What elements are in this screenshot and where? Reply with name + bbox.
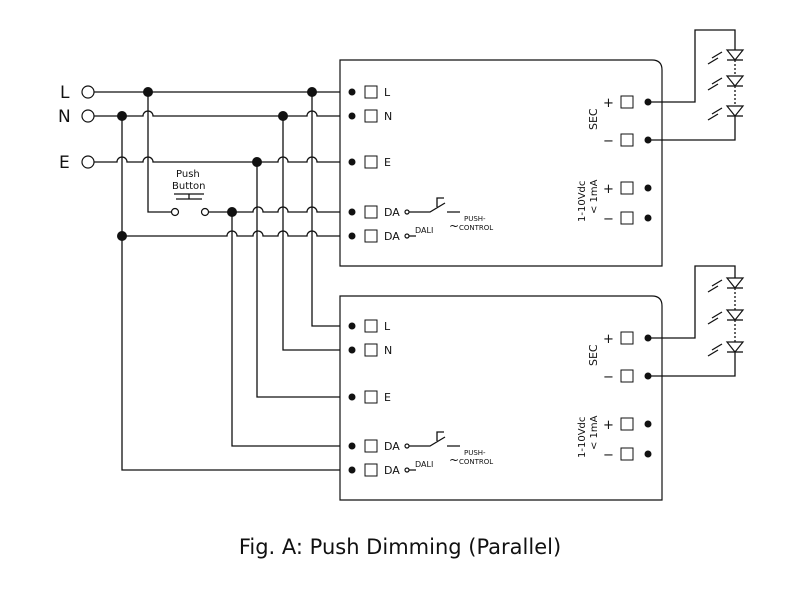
- push-button-label-2: Button: [172, 181, 206, 192]
- wire-n2-drop: [282, 116, 350, 351]
- junctions: [117, 87, 317, 241]
- svg-text:DA: DA: [384, 440, 400, 453]
- sec-label-1: SEC: [587, 108, 600, 130]
- svg-text:PUSH-: PUSH-: [464, 215, 486, 223]
- svg-text:−: −: [603, 370, 614, 385]
- svg-text:E: E: [384, 156, 391, 169]
- svg-text:L: L: [384, 86, 391, 99]
- svg-text:< 1mA: < 1mA: [589, 179, 600, 214]
- svg-text:N: N: [384, 344, 392, 357]
- svg-text:−: −: [603, 212, 614, 227]
- supply-label-e: E: [59, 153, 70, 173]
- wire-n-drop: [121, 116, 350, 471]
- wire-da2: [122, 230, 350, 237]
- svg-text:+: +: [603, 332, 614, 347]
- svg-text:L: L: [384, 320, 391, 333]
- svg-text:DA: DA: [384, 464, 400, 477]
- svg-text:+: +: [603, 418, 614, 433]
- svg-text:DA: DA: [384, 206, 400, 219]
- svg-text:~: ~: [449, 219, 459, 233]
- svg-text:−: −: [603, 448, 614, 463]
- supply-terminal-n: [81, 109, 95, 123]
- svg-text:N: N: [384, 110, 392, 123]
- svg-text:PUSH-: PUSH-: [464, 449, 486, 457]
- sec-label-2: SEC: [587, 344, 600, 366]
- figure-caption: Fig. A: Push Dimming (Parallel): [238, 535, 562, 559]
- driver-2: L N E DA DA DALI ~ PUSH- CONTROL SEC + −…: [339, 295, 663, 501]
- wire-n: [94, 110, 350, 117]
- led-string-1: [651, 29, 745, 141]
- push-button-label-1: Push: [176, 169, 200, 180]
- svg-text:CONTROL: CONTROL: [459, 224, 493, 232]
- push-button: Push Button: [170, 169, 210, 217]
- supply-label-l: L: [60, 83, 70, 103]
- wires: [94, 91, 350, 471]
- svg-text:DALI: DALI: [415, 460, 433, 469]
- svg-text:+: +: [603, 182, 614, 197]
- led-string-2: [651, 265, 745, 377]
- svg-text:< 1mA: < 1mA: [589, 415, 600, 450]
- svg-text:1-10Vdc: 1-10Vdc: [577, 417, 588, 458]
- svg-text:DA: DA: [384, 230, 400, 243]
- wire-e: [94, 156, 350, 163]
- supply-label-n: N: [58, 107, 71, 127]
- supply-terminal-e: [81, 155, 95, 169]
- svg-text:−: −: [603, 134, 614, 149]
- svg-text:~: ~: [449, 453, 459, 467]
- wire-l-drop: [311, 92, 350, 327]
- svg-text:+: +: [603, 96, 614, 111]
- supply-terminals: L N E: [58, 83, 95, 173]
- wire-da-drop: [231, 212, 350, 447]
- svg-text:1-10Vdc: 1-10Vdc: [577, 181, 588, 222]
- wire-e-drop: [256, 162, 350, 398]
- svg-text:CONTROL: CONTROL: [459, 458, 493, 466]
- supply-terminal-l: [81, 85, 95, 99]
- wire-push-l: [147, 92, 173, 213]
- driver-1: L N E DA DA DALI ~ PUSH- CONTROL SEC + −: [339, 59, 663, 267]
- svg-text:E: E: [384, 391, 391, 404]
- svg-text:DALI: DALI: [415, 226, 433, 235]
